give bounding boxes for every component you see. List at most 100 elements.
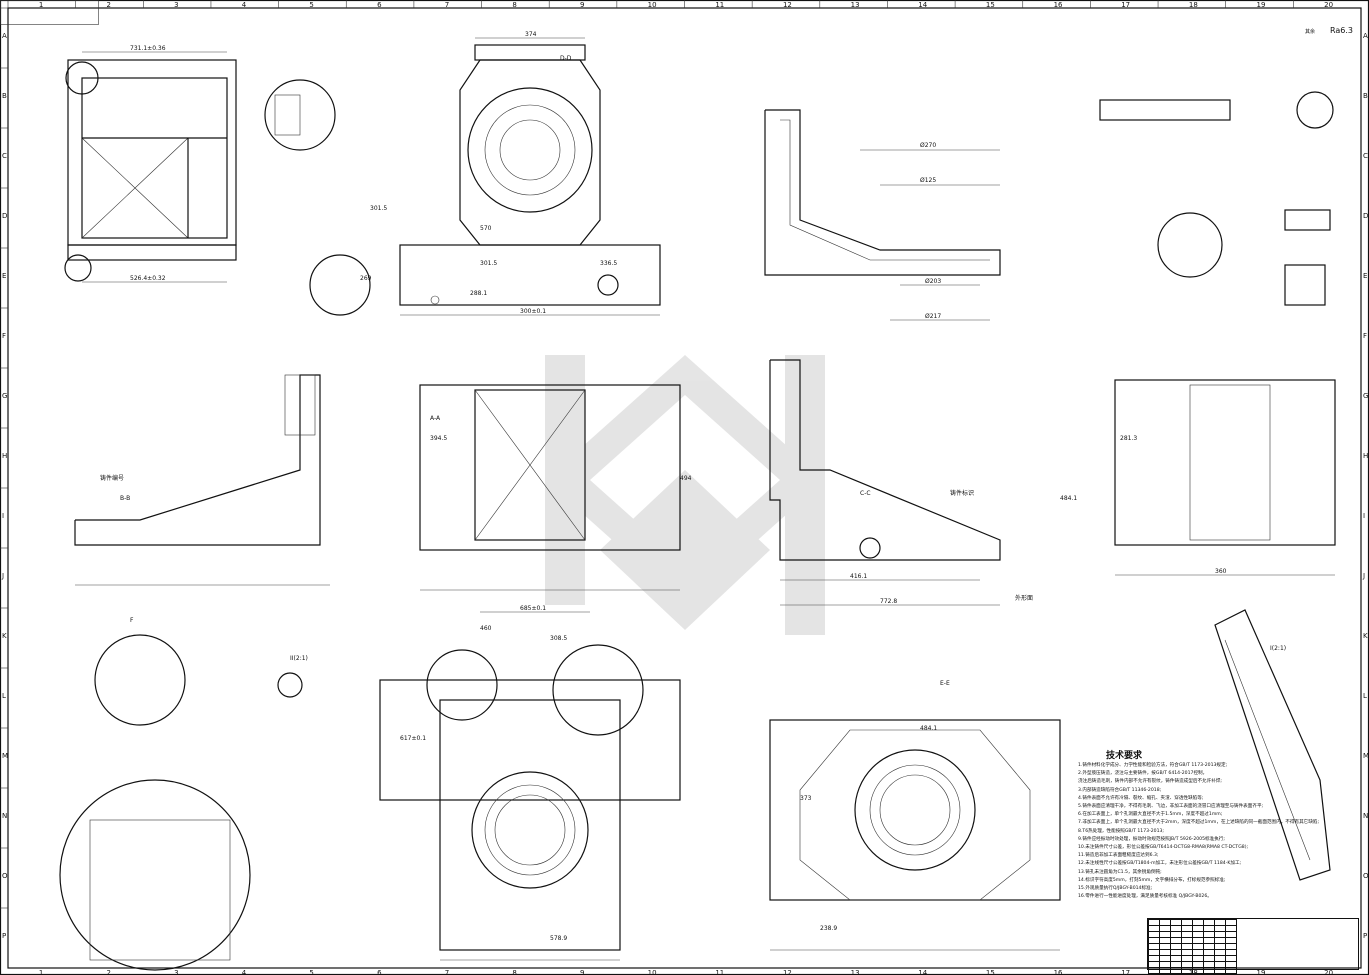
view-section-right: [764, 109, 1001, 321]
grid-column-label: 20: [1324, 969, 1333, 975]
grid-row-label: K: [2, 632, 7, 640]
grid-row-label: L: [1363, 692, 1367, 700]
view-top-ring: [399, 37, 661, 316]
grid-row-label: G: [2, 392, 7, 400]
grid-row-label: I: [1363, 512, 1365, 520]
tech-requirement-item: 2.外型肢压铸造，浇注与主要铸件，按GB/T 6414-2017控制，: [1078, 771, 1208, 777]
grid-row-label: A: [2, 32, 7, 40]
title-block-cell: [1225, 967, 1237, 974]
view-middle-left: [74, 374, 330, 586]
grid-column-label: 12: [783, 1, 792, 9]
view-bottom-right-ring: [769, 719, 1061, 951]
view-bottom-left: [59, 634, 303, 971]
grid-row-label: H: [2, 452, 7, 460]
grid-column-label: 18: [1189, 1, 1198, 9]
grid-column-label: 11: [715, 969, 724, 975]
grid-column-label: 12: [783, 969, 792, 975]
grid-row-label: P: [2, 932, 6, 940]
grid-row-label: O: [1363, 872, 1369, 880]
grid-column-label: 1: [39, 1, 43, 9]
grid-row-label: E: [2, 272, 6, 280]
grid-column-label: 14: [918, 969, 927, 975]
grid-column-label: 10: [648, 1, 657, 9]
tech-requirement-item: 9.铸件应经振动时效处理，振动时效规范按照JB/T 5926-2005标准执行;: [1078, 836, 1225, 842]
grid-column-label: 10: [648, 969, 657, 975]
grid-column-label: 5: [309, 969, 313, 975]
grid-row-label: F: [1363, 332, 1367, 340]
tech-requirement-item: 13.铸孔未注圆角为C1.5，其余锐角倒钝;: [1078, 869, 1162, 875]
tech-requirement-item: 12.未注线性尺寸公差按GB/T1804-m加工，未注形位公差按GB/T 118…: [1078, 861, 1242, 867]
grid-column-label: 9: [580, 1, 584, 9]
grid-column-label: 7: [445, 969, 449, 975]
grid-row-label: B: [2, 92, 7, 100]
tech-requirements: 技术要求 1.铸件材料化学成分、力学性能和检验方法，符合GB/T 1173-20…: [1078, 750, 1358, 901]
tech-requirement-item: 浇注后铸造毛刺，铸件内部不允许有裂纹，铸件铸造成型后不允许补焊;: [1078, 779, 1222, 785]
grid-row-label: N: [1363, 812, 1368, 820]
title-block-cell: [1159, 967, 1171, 974]
grid-row-label: D: [2, 212, 7, 220]
view-detail-top-right: [1099, 91, 1334, 306]
grid-row-label: H: [1363, 452, 1368, 460]
title-block-cell: [1214, 967, 1226, 974]
grid-row-label: M: [1363, 752, 1369, 760]
grid-column-label: 15: [986, 969, 995, 975]
grid-column-label: 2: [106, 1, 110, 9]
grid-column-label: 14: [918, 1, 927, 9]
tech-requirement-item: 4.铸件表面不允许有冷隔、裂纹、缩孔、夹渣、穿透性缺陷等;: [1078, 795, 1204, 801]
grid-column-label: 4: [242, 969, 247, 975]
tech-requirement-item: 11.铸造后非加工表面粗糙度应达到6.3;: [1078, 853, 1159, 859]
grid-column-label: 19: [1257, 969, 1266, 975]
tech-requirement-item: 10.未注铸件尺寸公差，形位公差按GB/T6414-DCTG8-RMA8(RMA…: [1078, 845, 1249, 851]
title-block-cell: [1170, 967, 1182, 974]
grid-column-label: 20: [1324, 1, 1333, 9]
grid-row-label: L: [2, 692, 6, 700]
grid-column-label: 5: [309, 1, 313, 9]
grid-row-label: K: [1363, 632, 1368, 640]
grid-column-label: 17: [1121, 969, 1130, 975]
grid-row-label: M: [2, 752, 8, 760]
view-middle-right: [769, 359, 1001, 606]
title-block-cell: [1181, 967, 1193, 974]
grid-column-label: 4: [242, 1, 247, 9]
roughness-label: 其余: [1305, 29, 1316, 35]
grid-row-label: E: [1363, 272, 1367, 280]
tech-requirement-item: 16.零件进行一性能进度处理，满足质量考核标准 Q/JBGY-B026。: [1078, 894, 1212, 900]
grid-row-label: F: [2, 332, 6, 340]
grid-row-label: D: [1363, 212, 1368, 220]
tech-requirement-item: 7.非加工表面上，单个孔洞最大直径不大于2mm，深度不超过1mm，在上述缺陷的同…: [1078, 820, 1319, 826]
tech-requirements-list: 1.铸件材料化学成分、力学性能和检验方法，符合GB/T 1173-2013规定;…: [1078, 762, 1358, 901]
grid-column-label: 6: [377, 969, 382, 975]
tech-requirement-item: 14.标识字符高度5mm，打刻5mm，文字横排分布，打标规范参照标准;: [1078, 877, 1226, 883]
grid-row-label: A: [1363, 32, 1368, 40]
tech-requirement-item: 6.在加工表面上，单个孔洞最大直径不大于1.5mm，深度不超过1mm;: [1078, 812, 1223, 818]
grid-column-label: 6: [377, 1, 382, 9]
view-middle-far-right: [1114, 379, 1336, 576]
tech-requirement-item: 8.T6热处理，性能按照GB/T 1173-2013;: [1078, 828, 1164, 834]
grid-row-label: N: [2, 812, 7, 820]
tech-requirement-item: 5.铸件表面应清理干净，不得有毛刺、飞边，非加工表面的浇冒口应清理至与铸件表面齐…: [1078, 804, 1264, 810]
view-frame-front: [64, 51, 371, 316]
grid-column-label: 13: [851, 969, 860, 975]
grid-column-label: 17: [1121, 1, 1130, 9]
view-middle-center: [419, 384, 681, 591]
tech-requirement-item: 15.外观质量执行Q/JBGY-B014标准;: [1078, 886, 1153, 892]
grid-row-label: G: [1363, 392, 1368, 400]
grid-column-label: 7: [445, 1, 449, 9]
tech-requirement-item: 3.内部铸造缺陷符合GB/T 11346-2018;: [1078, 787, 1162, 793]
title-block-cell: [1192, 967, 1204, 974]
grid-column-label: 3: [174, 1, 178, 9]
tech-requirement-item: 1.铸件材料化学成分、力学性能和检验方法，符合GB/T 1173-2013规定;: [1078, 763, 1228, 768]
grid-column-label: 19: [1257, 1, 1266, 9]
view-bottom-diagonal: [1214, 609, 1331, 881]
grid-column-label: 11: [715, 1, 724, 9]
grid-row-label: I: [2, 512, 4, 520]
grid-column-label: 2: [106, 969, 110, 975]
title-block: [1147, 918, 1359, 974]
view-bottom-center: [379, 611, 681, 961]
grid-column-label: 16: [1054, 969, 1063, 975]
grid-row-label: B: [1363, 92, 1368, 100]
grid-column-label: 3: [174, 969, 178, 975]
grid-column-label: 8: [512, 1, 516, 9]
